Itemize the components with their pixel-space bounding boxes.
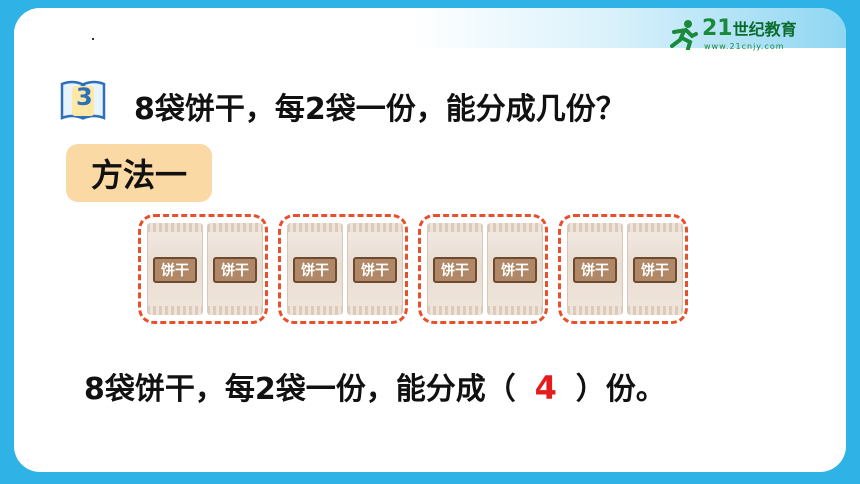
answer-value: 4 bbox=[534, 369, 557, 407]
logo-brand-cn: 世纪教育 bbox=[732, 20, 797, 39]
biscuit-group: 饼干 饼干 bbox=[558, 214, 688, 324]
book-icon: 3 bbox=[58, 78, 108, 122]
answer-prefix: 8袋饼干，每2袋一份，能分成（ bbox=[84, 372, 516, 407]
book-shape bbox=[60, 80, 106, 120]
biscuit-bag: 饼干 bbox=[627, 223, 683, 315]
biscuit-group: 饼干 饼干 bbox=[278, 214, 408, 324]
biscuit-bag: 饼干 bbox=[347, 223, 403, 315]
bag-label: 饼干 bbox=[213, 257, 257, 283]
biscuit-bag: 饼干 bbox=[487, 223, 543, 315]
brand-logo: 21世纪教育 www.21cnjy.com bbox=[668, 16, 828, 54]
runner-icon bbox=[670, 20, 698, 50]
bag-label: 饼干 bbox=[633, 257, 677, 283]
answer-row: 8袋饼干，每2袋一份，能分成（ 4 ）份。 bbox=[84, 364, 666, 414]
bag-label: 饼干 bbox=[293, 257, 337, 283]
biscuit-bag: 饼干 bbox=[427, 223, 483, 315]
logo-brand: 21世纪教育 bbox=[702, 16, 797, 41]
bag-label: 饼干 bbox=[153, 257, 197, 283]
decor-dot bbox=[92, 38, 94, 40]
bag-label: 饼干 bbox=[493, 257, 537, 283]
question-number: 3 bbox=[76, 83, 93, 111]
logo-brand-number: 21 bbox=[702, 16, 733, 41]
biscuit-group: 饼干 饼干 bbox=[138, 214, 268, 324]
slide-card: 21世纪教育 www.21cnjy.com 3 8袋饼干，每2袋一份，能分成几份… bbox=[14, 8, 846, 472]
method-tag: 方法一 bbox=[66, 144, 212, 202]
biscuit-group: 饼干 饼干 bbox=[418, 214, 548, 324]
biscuit-bag: 饼干 bbox=[567, 223, 623, 315]
bag-label: 饼干 bbox=[573, 257, 617, 283]
question-text: 8袋饼干，每2袋一份，能分成几份？ bbox=[134, 92, 626, 127]
biscuit-bag: 饼干 bbox=[287, 223, 343, 315]
biscuit-groups: 饼干 饼干 饼干 饼干 饼干 饼干 饼干 饼干 bbox=[138, 214, 698, 326]
header-band bbox=[14, 8, 846, 48]
bag-label: 饼干 bbox=[353, 257, 397, 283]
biscuit-bag: 饼干 bbox=[207, 223, 263, 315]
bag-label: 饼干 bbox=[433, 257, 477, 283]
biscuit-bag: 饼干 bbox=[147, 223, 203, 315]
answer-suffix: ）份。 bbox=[575, 372, 666, 407]
logo-url: www.21cnjy.com bbox=[704, 42, 785, 51]
